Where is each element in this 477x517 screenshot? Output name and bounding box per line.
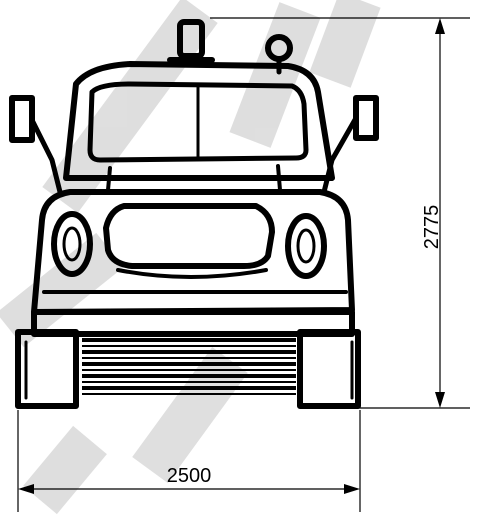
height-dimension: 2775 <box>210 17 470 409</box>
front-bumper <box>31 309 355 337</box>
right-wheel <box>297 329 361 409</box>
width-arrow-right <box>344 484 360 494</box>
right-mirror <box>353 95 379 141</box>
left-headlight <box>51 211 93 277</box>
grille <box>103 203 275 269</box>
left-mirror <box>9 95 35 143</box>
right-headlight <box>285 213 327 279</box>
truck-body <box>9 19 379 409</box>
height-arrow-bottom <box>435 392 445 408</box>
width-dimension: 2500 <box>17 410 361 512</box>
lower-grille-hatching <box>82 338 296 395</box>
width-arrow-left <box>18 484 34 494</box>
left-wheel <box>15 329 79 409</box>
windshield <box>87 81 309 163</box>
watermark <box>0 0 381 515</box>
hood <box>31 189 355 315</box>
width-label: 2500 <box>167 465 212 487</box>
roof-beacon <box>177 19 205 59</box>
height-arrow-top <box>435 18 445 34</box>
cab-outline <box>63 61 335 181</box>
height-label: 2775 <box>421 205 443 250</box>
